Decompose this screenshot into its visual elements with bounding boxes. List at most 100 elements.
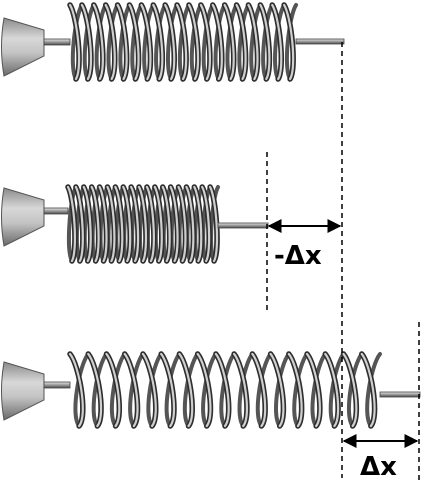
- coil-front-highlight: [211, 3, 223, 81]
- coil-front-highlight: [233, 352, 248, 428]
- spring-coil-stretched: [67, 351, 382, 429]
- coil-back-turn: [201, 3, 215, 81]
- mount-stub-2: [43, 207, 69, 215]
- coil-back-turn: [189, 3, 203, 81]
- coil-front-highlight: [360, 352, 376, 428]
- coil-back-turn: [249, 3, 263, 81]
- coil-front-highlight: [66, 185, 77, 263]
- coil-back-turn: [98, 185, 110, 263]
- compression-label: -Δx: [274, 241, 322, 271]
- coil-back-turn: [182, 352, 200, 428]
- coil-back-turn: [201, 185, 213, 263]
- wall-mount-3: [1, 361, 45, 421]
- extension-label: Δx: [360, 452, 397, 482]
- coil-front-highlight: [283, 3, 295, 81]
- coil-front-highlight: [74, 185, 84, 263]
- coil-back-turn: [310, 352, 328, 428]
- coil-back-turn: [146, 352, 164, 428]
- coil-front-highlight: [123, 352, 139, 428]
- coil-back-turn: [114, 185, 126, 263]
- coil-front-highlight: [287, 352, 303, 428]
- coil-front-highlight: [269, 352, 285, 428]
- spring-compressed: [1, 184, 269, 264]
- coil-back-turn: [219, 352, 237, 428]
- coil-back-turn: [153, 185, 165, 263]
- coil-front-highlight: [98, 185, 108, 263]
- coil-back-turn: [255, 352, 273, 428]
- coil-back-turn: [237, 352, 255, 428]
- coil-back-turn: [91, 352, 109, 428]
- coil-back-turn: [70, 3, 84, 81]
- mount-stub-1: [43, 38, 71, 46]
- coil-back-turn: [138, 185, 149, 263]
- coil-front-highlight: [201, 185, 211, 263]
- coil-back-turn: [177, 3, 191, 81]
- coil-front-highlight: [178, 352, 194, 428]
- coil-front-highlight: [185, 185, 195, 263]
- coil-back-turn: [94, 3, 108, 81]
- coil-back-turn: [185, 185, 197, 263]
- spring-coil-equilibrium: [67, 2, 298, 82]
- coil-front-highlight: [169, 185, 179, 263]
- coil-front-highlight: [235, 3, 247, 81]
- mount-stub-3: [43, 381, 71, 389]
- coil-back-turn: [106, 185, 118, 263]
- coil-front-highlight: [196, 352, 212, 428]
- coil-front-highlight: [68, 3, 81, 81]
- coil-front-highlight: [105, 352, 121, 428]
- spring-stretched: [1, 351, 421, 429]
- spring-end-rod-3: [379, 391, 421, 398]
- coil-front-highlight: [153, 185, 163, 263]
- coil-back-turn: [193, 185, 205, 263]
- coil-front-highlight: [137, 185, 148, 263]
- coil-front-highlight: [199, 3, 212, 81]
- wall-mount-2: [1, 187, 45, 247]
- coil-front-highlight: [104, 3, 116, 81]
- spring-end-rod-1: [295, 38, 345, 45]
- wall-mount-1: [1, 17, 45, 77]
- coil-front-highlight: [164, 3, 176, 81]
- coil-front-highlight: [141, 352, 157, 428]
- coil-front-highlight: [324, 352, 340, 428]
- coil-back-turn: [130, 185, 142, 263]
- coil-back-turn: [165, 3, 180, 81]
- coil-front-highlight: [177, 185, 187, 263]
- coil-front-highlight: [87, 352, 103, 428]
- coil-back-turn: [347, 352, 364, 428]
- coil-front-highlight: [161, 185, 171, 263]
- coil-back-turn: [225, 3, 239, 81]
- coil-front-highlight: [247, 3, 259, 81]
- coil-front-highlight: [251, 352, 267, 428]
- coil-back-turn: [66, 185, 78, 263]
- coil-back-turn: [328, 352, 346, 428]
- coil-back-turn: [177, 185, 189, 263]
- coil-front-highlight: [128, 3, 140, 81]
- coil-back-turn: [90, 185, 102, 263]
- spring-end-rod-2: [217, 222, 269, 229]
- coil-back-turn: [118, 3, 132, 81]
- coil-back-turn: [122, 185, 134, 263]
- coil-back-turn: [284, 3, 298, 81]
- coil-front-highlight: [90, 185, 100, 263]
- coil-back-turn: [201, 352, 218, 428]
- coil-back-turn: [273, 3, 287, 81]
- coil-front-highlight: [68, 352, 84, 428]
- coil-back-turn: [82, 185, 94, 263]
- coil-front-highlight: [114, 185, 124, 263]
- coil-back-turn: [74, 185, 86, 263]
- coil-front-highlight: [271, 3, 283, 81]
- coil-front-highlight: [80, 3, 93, 81]
- coil-back-turn: [237, 3, 251, 81]
- coil-back-turn: [73, 352, 91, 428]
- coil-back-turn: [128, 352, 145, 428]
- coil-back-turn: [161, 185, 173, 263]
- coil-front-highlight: [193, 185, 203, 263]
- coil-front-highlight: [82, 185, 92, 263]
- coil-back-turn: [365, 352, 382, 428]
- coil-back-turn: [274, 352, 291, 428]
- coil-front-highlight: [160, 352, 176, 428]
- coil-back-turn: [164, 352, 182, 428]
- coil-back-turn: [109, 352, 127, 428]
- coil-front-highlight: [223, 3, 235, 81]
